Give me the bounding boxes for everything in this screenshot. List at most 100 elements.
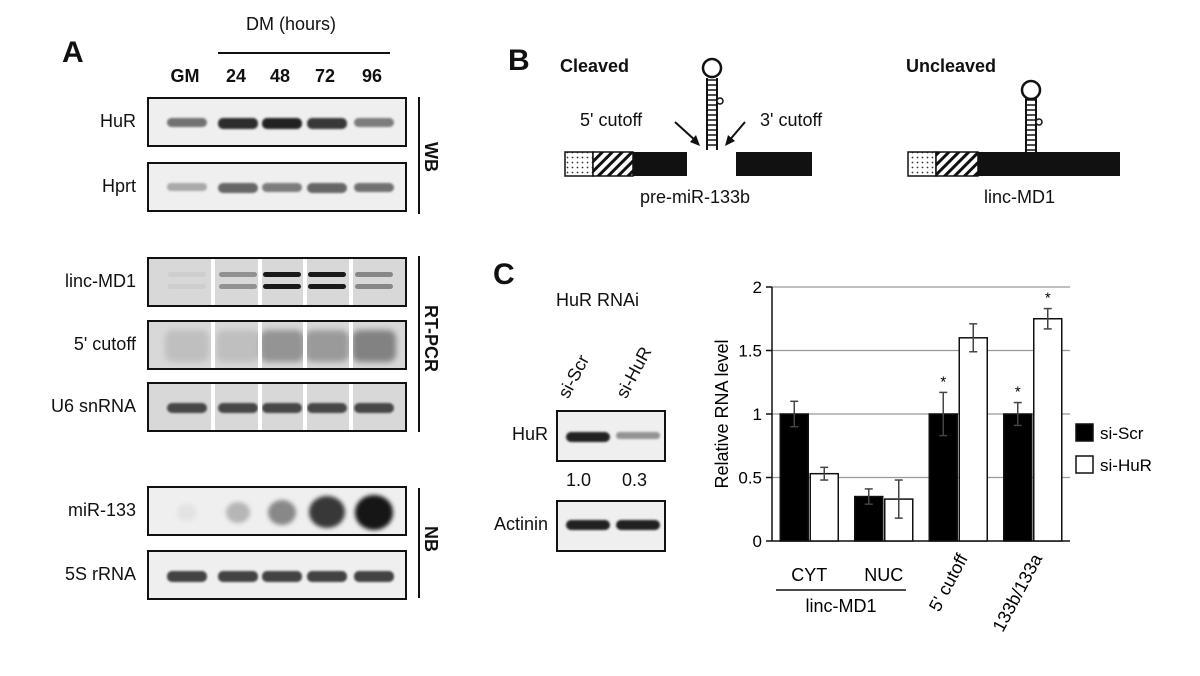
blot-band [167, 403, 207, 414]
cleaved-caption: pre-miR-133b [640, 187, 751, 207]
blot-lane-gap [258, 259, 262, 305]
blot-band [616, 520, 660, 531]
blot-band [307, 118, 347, 129]
legend-label: si-Scr [1100, 424, 1144, 443]
lane-label-48: 48 [269, 66, 291, 86]
lane-label-24: 24 [225, 66, 247, 86]
blot-band [177, 503, 197, 521]
blot-row-label: U6 snRNA [50, 396, 136, 416]
uncleaved-hairpin [1020, 79, 1043, 152]
blot-band [566, 432, 610, 443]
blot-row-label: miR-133 [67, 500, 136, 520]
blot-row-label: HuR [99, 111, 136, 131]
uncleaved-caption: linc-MD1 [984, 187, 1056, 207]
blot-row-label: Hprt [101, 176, 136, 196]
x-category-label: CYT [791, 565, 827, 585]
blot-band [307, 571, 347, 582]
significance-star: * [1045, 290, 1051, 307]
blot-lane-gap [348, 384, 353, 430]
blot-band [354, 403, 394, 414]
blot-band [263, 284, 301, 289]
blot-band [167, 183, 207, 191]
rtpcr-bracket [418, 256, 420, 432]
panel-b-letter: B [508, 44, 530, 77]
cleaved-title: Cleaved [560, 56, 630, 76]
x-category-label: NUC [864, 565, 903, 585]
blot-lane-gap [210, 384, 215, 430]
bar-si-hur [1033, 318, 1063, 542]
blot-band [352, 330, 396, 362]
blot-row-label: Actinin [493, 514, 548, 534]
blot-band [355, 272, 393, 277]
blot-lane-gap [210, 322, 215, 368]
legend-label: si-HuR [1100, 456, 1152, 475]
blot-lane-gap [258, 322, 262, 368]
blot-actinin [556, 500, 666, 552]
y-tick-label: 2 [753, 278, 762, 297]
x-group-label: linc-MD1 [805, 596, 876, 616]
cutoff3-arrow [725, 121, 746, 146]
lane-label-96: 96 [361, 66, 383, 86]
blot-band [566, 520, 610, 531]
huR-quant-si-scr: 1.0 [566, 470, 592, 490]
blot-band [167, 571, 207, 582]
blot-band [216, 330, 260, 362]
blot-band [167, 118, 207, 128]
blot-band [262, 403, 302, 414]
y-tick-label: 1.5 [738, 342, 762, 361]
blot-band [354, 183, 394, 193]
panel-c-letter: C [493, 258, 515, 291]
panel-a-letter: A [62, 36, 84, 69]
blot-hur [147, 97, 407, 147]
blot-band [262, 183, 302, 192]
blot-row-label: 5' cutoff [73, 334, 136, 354]
blot-band [305, 330, 349, 362]
bar-si-scr [779, 413, 809, 542]
blot-band [262, 118, 302, 130]
blot-band [168, 284, 206, 289]
blot-band [226, 501, 250, 523]
blot-band [307, 183, 347, 193]
blot-band [218, 403, 258, 414]
y-axis-label: Relative RNA level [712, 339, 732, 488]
blot-band [354, 118, 394, 127]
y-tick-label: 0.5 [738, 469, 762, 488]
blot-row-label: 5S rRNA [64, 564, 136, 584]
bar-si-scr [1003, 413, 1033, 542]
blot-band [308, 284, 346, 289]
blot-band [168, 272, 206, 277]
blot-lane-gap [258, 384, 262, 430]
x-category-label: 5' cutoff [925, 550, 972, 615]
nb-bracket [418, 488, 420, 598]
blot-band [218, 571, 258, 582]
blot-band [262, 571, 302, 582]
bar-si-hur [809, 472, 839, 542]
blot-band [308, 272, 346, 277]
blot-band [219, 272, 257, 277]
lane-label-72: 72 [314, 66, 336, 86]
blot-band [354, 571, 394, 582]
cleaved-right-black-segment [736, 152, 812, 176]
y-tick-label: 0 [753, 532, 762, 551]
uncleaved-black-segment [978, 152, 1120, 176]
blot-band [354, 494, 394, 530]
wb-bracket [418, 97, 420, 214]
bar-si-hur [958, 337, 988, 542]
legend-swatch [1075, 455, 1094, 474]
cutoff5-arrow [674, 121, 700, 146]
blot-band [309, 496, 345, 528]
blot-lane-gap [210, 259, 215, 305]
uncleaved-dotted-segment [907, 151, 937, 177]
cleaved-left-black-segment [633, 152, 687, 176]
y-tick-label: 1 [753, 405, 762, 424]
blot-lane-gap [302, 384, 307, 430]
blot-lane-gap [302, 259, 307, 305]
dm-hours-header: DM (hours) [246, 14, 337, 34]
cutoff5-label: 5' cutoff [580, 110, 643, 130]
uncleaved-title: Uncleaved [906, 56, 997, 76]
significance-star: * [940, 373, 946, 390]
blot-row-label: HuR [511, 424, 548, 444]
blot-band [219, 284, 257, 289]
x-category-label: 133b/133a [989, 550, 1047, 635]
